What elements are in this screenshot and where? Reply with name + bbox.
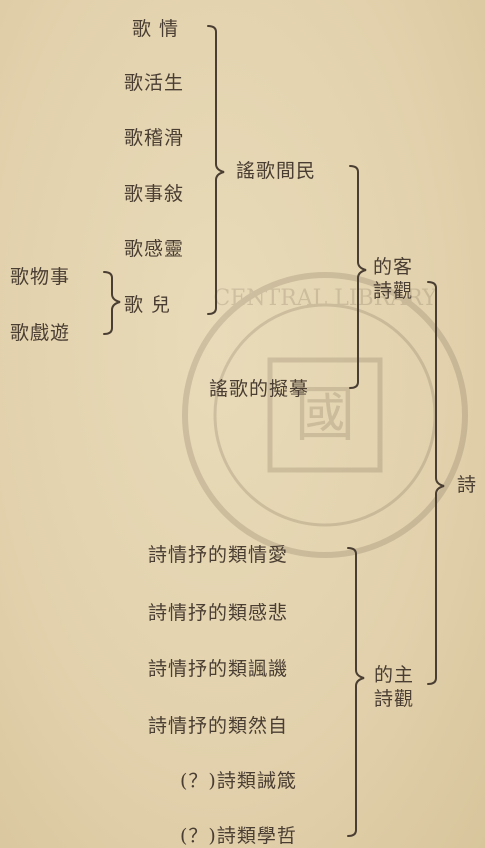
library-seal-stamp: CENTRAL LIBRARY 國 [182, 272, 468, 558]
objective-bracket [349, 165, 367, 389]
song-item: 歌活生 [124, 72, 185, 94]
subjective-poetry-line2: 詩觀 [374, 688, 415, 710]
song-item: 歌事敍 [124, 183, 185, 205]
subjective-poetry-line1: 的主 [374, 664, 415, 686]
folk-songs-node: 謠歌間民 [236, 160, 317, 182]
lyric-poetry-item: 詩情抒的類情愛 [148, 544, 289, 566]
song-item: 歌感靈 [124, 238, 185, 260]
other-poetry-item: (？)詩類誡箴 [180, 770, 297, 792]
root-bracket [427, 281, 445, 685]
imitation-songs-node: 謠歌的擬摹 [209, 378, 310, 400]
lyric-poetry-item: 詩情抒的類感悲 [148, 602, 289, 624]
childrens-songs-bracket [103, 271, 121, 335]
lyric-poetry-item: 詩情抒的類然自 [148, 715, 289, 737]
song-item: 歌 情 [132, 18, 180, 40]
svg-text:國: 國 [295, 380, 355, 450]
childrens-song-item: 歌物事 [10, 266, 71, 288]
childrens-song-item: 歌戲遊 [10, 322, 71, 344]
other-poetry-item: (？)詩類學哲 [180, 825, 297, 847]
lyric-poetry-item: 詩情抒的類諷譏 [148, 658, 289, 680]
songs-bracket [207, 25, 225, 315]
lyric-bracket [347, 547, 365, 837]
objective-poetry-line2: 詩觀 [373, 280, 414, 302]
objective-poetry-line1: 的客 [373, 256, 414, 278]
song-item: 歌稽滑 [124, 127, 185, 149]
root-poetry-node: 詩 [457, 474, 478, 496]
svg-text:CENTRAL LIBRARY: CENTRAL LIBRARY [213, 286, 437, 311]
song-item: 歌 兒 [124, 294, 172, 316]
